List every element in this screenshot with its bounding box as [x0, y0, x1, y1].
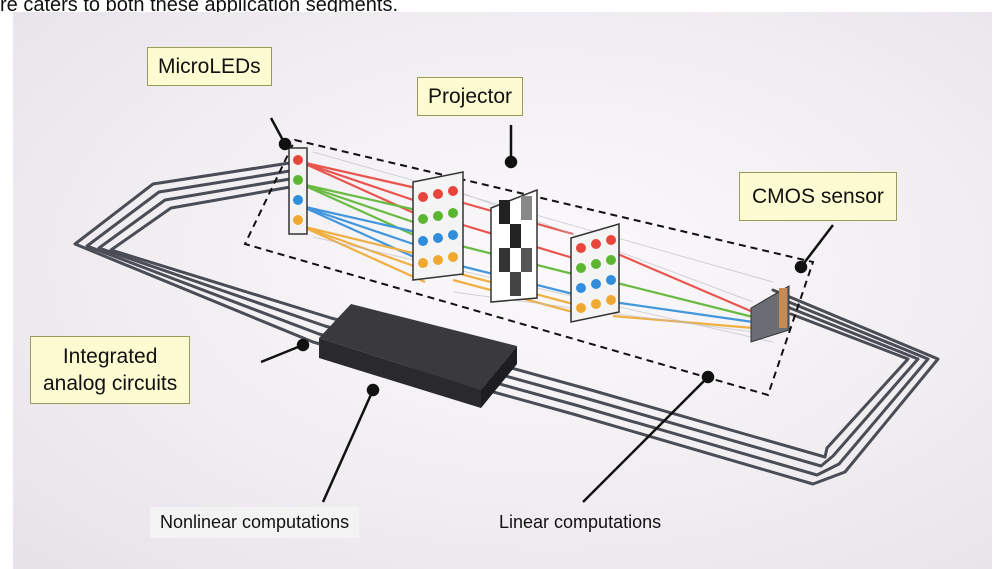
lens-array-2	[570, 223, 620, 323]
microleds-label: MicroLEDs	[158, 55, 261, 78]
projector-callout: Projector	[417, 77, 524, 116]
checkerboard-mask	[490, 188, 538, 303]
nonlinear-computations-label: Nonlinear computations	[150, 507, 360, 538]
callout-pointers	[260, 117, 834, 503]
projector-label: Projector	[428, 85, 513, 108]
integrated-analog-callout: Integrated analog circuits	[30, 336, 191, 404]
microleds-callout: MicroLEDs	[147, 47, 272, 86]
integrated-analog-label-line1: Integrated	[62, 345, 158, 368]
cmos-sensor-label: CMOS sensor	[752, 185, 884, 208]
analog-ic-block	[319, 304, 517, 408]
integrated-analog-label-line2: analog circuits	[43, 372, 178, 395]
diagram-canvas	[73, 117, 940, 503]
cmos-sensor-chip	[750, 285, 790, 343]
microled-array	[288, 147, 308, 235]
fiber-loop	[73, 160, 940, 486]
linear-computations-label: Linear computations	[499, 512, 662, 532]
lens-array-1	[412, 171, 464, 281]
cmos-sensor-callout: CMOS sensor	[739, 172, 897, 221]
diagram-stage: MicroLEDs Projector CMOS sensor Integrat…	[13, 12, 992, 569]
projector-enclosure	[243, 138, 815, 397]
